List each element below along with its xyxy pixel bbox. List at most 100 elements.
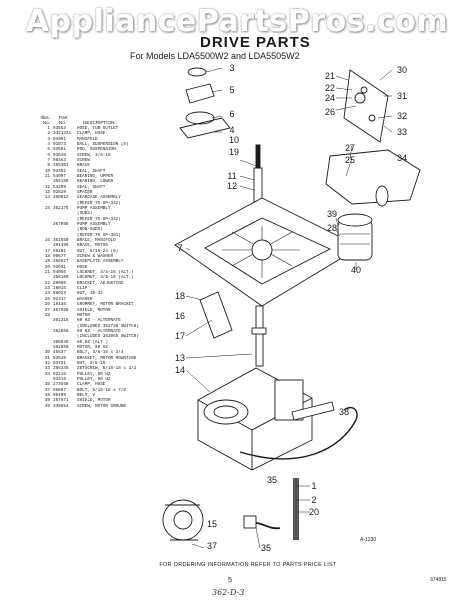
callout-31: 31 <box>396 91 408 101</box>
callout-5: 5 <box>229 85 235 95</box>
row-description: CLAMP, HOSE <box>77 382 106 388</box>
row-description: BRACE, MOTOR <box>77 243 108 249</box>
callout-32: 32 <box>396 111 408 121</box>
row-part-no: 3421331 <box>53 131 72 137</box>
row-illus-no: 2 <box>47 131 50 137</box>
row-description: BELT, V <box>77 393 96 398</box>
row-part-no: 273558 <box>53 382 69 388</box>
row-illus-no: 38 <box>44 393 50 398</box>
row-part-no: 339654 <box>53 403 69 409</box>
row-description: (NON-SUDS) <box>77 227 103 233</box>
callout-28: 28 <box>326 223 338 233</box>
header-part-no: No. <box>59 120 67 126</box>
callout-13: 13 <box>174 353 186 363</box>
pump-assembly <box>162 499 204 541</box>
callout-35-top: 35 <box>266 475 278 485</box>
row-illus-no: 17 <box>44 248 50 254</box>
row-illus-no: 22 <box>44 280 50 286</box>
row-description: BRACKET, ADJUSTING <box>77 280 124 286</box>
row-description: MANIFOLD <box>77 136 98 142</box>
row-illus-no: 20 <box>44 264 50 270</box>
row-part-no: 95405 <box>53 393 66 398</box>
gearcase-pulley <box>203 399 249 425</box>
row-illus-no: 23 <box>44 286 50 292</box>
row-description: SHIELD, MOTOR <box>77 307 111 313</box>
callout-4: 4 <box>229 125 235 135</box>
row-illus-no: 28 <box>44 312 50 318</box>
callout-14: 14 <box>174 365 186 375</box>
callout-27: 27 <box>344 143 356 153</box>
row-part-no: 356527 <box>53 259 69 265</box>
row-part-no: 360012 <box>53 195 69 201</box>
callout-11: 11 <box>227 171 237 181</box>
row-illus-no: 34 <box>44 371 50 377</box>
row-description: SETSCREW, 5/16-18 x 1/2 <box>77 366 137 372</box>
row-illus-no: 1 <box>47 125 50 131</box>
row-part-no: 92031 <box>53 264 66 270</box>
row-description: NUT, 10-32 <box>77 291 103 297</box>
row-illus-no: 32 <box>44 360 50 366</box>
page-number: 5 <box>228 577 232 584</box>
row-part-no: 362858 <box>53 328 69 334</box>
row-illus-no: 27 <box>44 307 50 313</box>
row-part-no: 16015 <box>53 286 66 292</box>
row-description: MOTOR, 50 HZ <box>77 344 108 350</box>
row-description: SHIELD, MOTOR <box>77 398 111 404</box>
row-part-no: 93549 <box>53 355 66 361</box>
row-part-no: 355345 <box>53 366 69 372</box>
row-illus-no: 15 <box>44 205 50 211</box>
row-illus-no: 19 <box>44 259 50 265</box>
callout-26: 26 <box>324 107 336 117</box>
row-part-no: 93561 <box>53 147 66 153</box>
row-description: 60 HZ (ALT.) <box>77 339 108 345</box>
row-description: (REFER TO SP-342) <box>77 200 121 206</box>
row-part-no: 362175 <box>53 205 69 211</box>
row-description: NUT, 3/8-16 <box>77 360 106 366</box>
row-description: SPACER <box>77 189 93 195</box>
row-description: WASHER <box>77 296 93 302</box>
row-part-no: 93546 <box>53 152 66 158</box>
row-part-no: 45537 <box>53 350 66 356</box>
row-part-no: 54097 <box>53 173 66 179</box>
callout-2: 2 <box>311 495 317 505</box>
grommet <box>354 92 366 104</box>
row-part-no: 95101 <box>53 248 66 254</box>
row-description: BOLT, 3/8-16 x 3/4 <box>77 350 124 356</box>
row-description: SCREW, MOTOR GROUND <box>77 403 126 409</box>
row-part-no: 89086 <box>53 280 66 286</box>
callout-25: 25 <box>344 155 356 165</box>
manifold-top <box>185 83 215 104</box>
table-row: 361318 60 HZ - ALTERNATE <box>40 318 180 323</box>
row-illus-no: 18 <box>44 254 50 260</box>
row-illus-no: 12 <box>44 184 50 190</box>
row-part-no: 361318 <box>53 318 69 324</box>
row-illus-no: 10 <box>44 168 50 174</box>
shaft-lower <box>255 305 264 367</box>
row-illus-no: 3 <box>47 136 50 142</box>
row-description: 60 HZ - ALTERNATE <box>77 318 121 324</box>
row-description: PUMP ASSEMBLY <box>77 205 111 211</box>
row-part-no: 98023 <box>53 291 66 297</box>
brace-motor <box>199 291 233 339</box>
callout-15: 15 <box>206 519 218 529</box>
row-description: NUT, 5/16-24 (8) <box>77 248 119 254</box>
callout-16: 16 <box>174 311 186 321</box>
